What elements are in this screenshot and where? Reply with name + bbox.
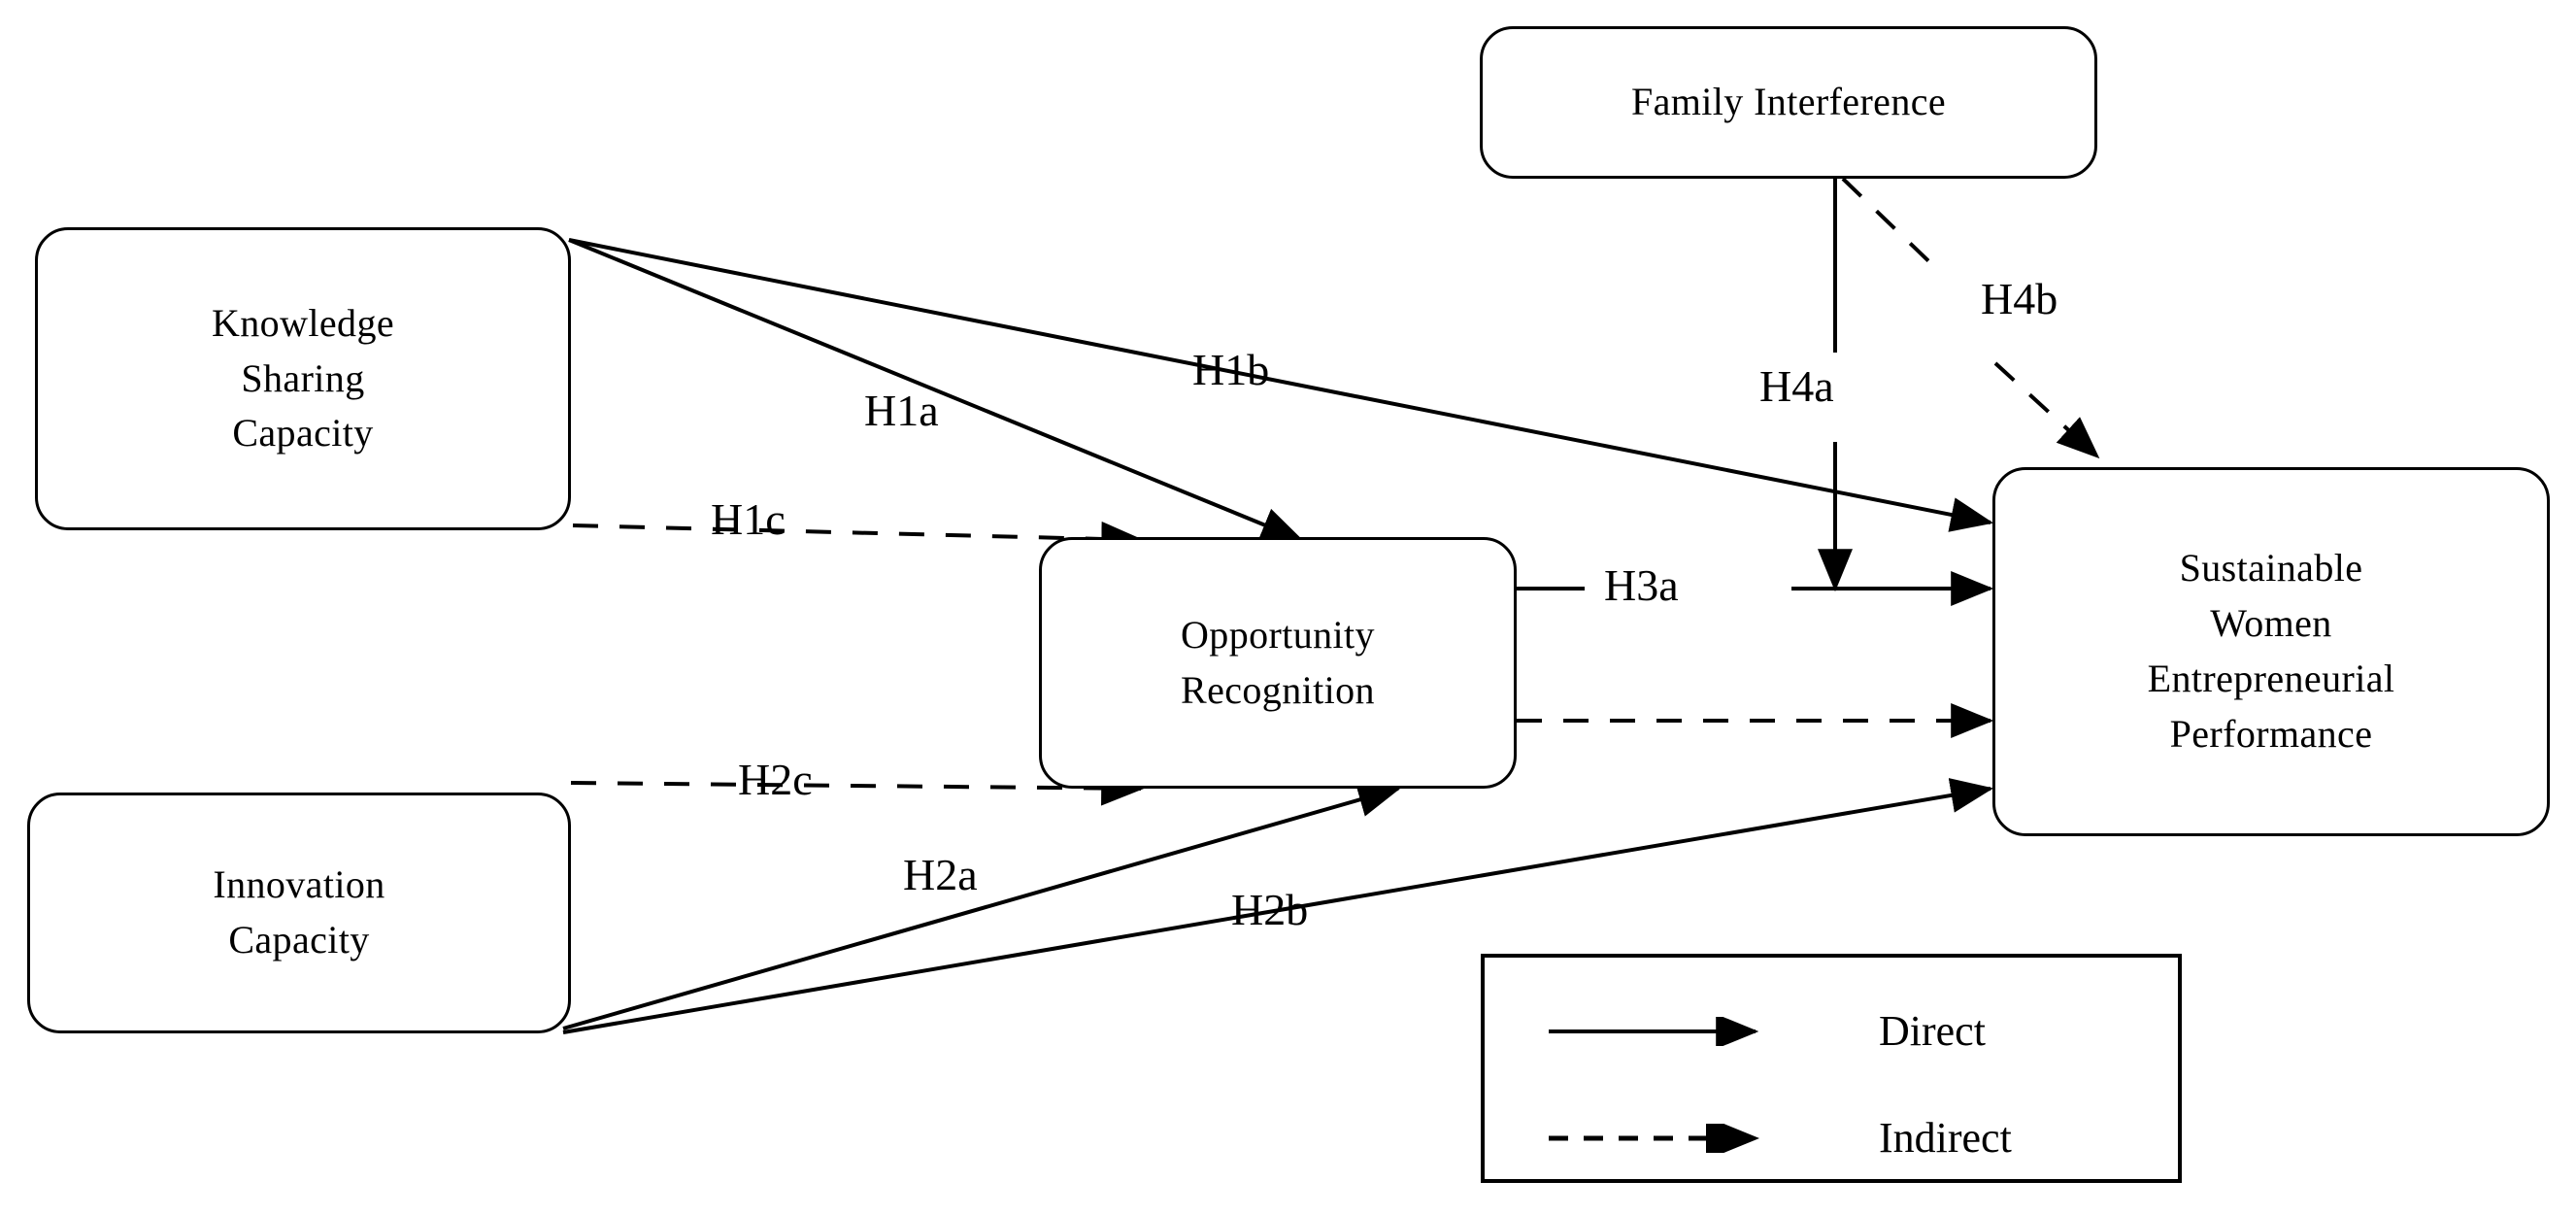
edge-h2c: [570, 770, 1145, 806]
edge-label-h1a: H1a: [864, 386, 939, 435]
edge-h1c: [572, 521, 1145, 557]
edge-label-h2c: H2c: [738, 755, 813, 804]
direct-arrow-icon: [1547, 1017, 1790, 1046]
edge-label-h2a: H2a: [903, 850, 978, 899]
legend-item-indirect-label: Indirect: [1879, 1114, 2012, 1162]
edge-label-h1c: H1c: [711, 494, 786, 544]
node-opportunity-recognition-label: Opportunity Recognition: [1181, 612, 1375, 712]
edge-label-h3a: H3a: [1604, 560, 1679, 610]
legend-item-direct: Direct: [1547, 1010, 1986, 1053]
node-innovation-capacity-label: Innovation Capacity: [213, 862, 385, 962]
edge-h2b: [562, 778, 1994, 1034]
legend-item-direct-label: Direct: [1879, 1007, 1986, 1055]
node-knowledge-sharing-capacity[interactable]: Knowledge Sharing Capacity: [35, 227, 571, 530]
legend-item-indirect: Indirect: [1547, 1117, 2012, 1160]
node-family-interference[interactable]: Family Interference: [1480, 26, 2097, 179]
edge-label-h2b: H2b: [1231, 885, 1309, 934]
node-opportunity-recognition[interactable]: Opportunity Recognition: [1039, 537, 1517, 789]
node-sustainable-women-entrepreneurial-performance-label: Sustainable Women Entrepreneurial Perfor…: [2147, 546, 2395, 756]
indirect-arrow-icon: [1547, 1124, 1790, 1153]
edge-label-h4a: H4a: [1759, 361, 1834, 411]
node-sustainable-women-entrepreneurial-performance[interactable]: Sustainable Women Entrepreneurial Perfor…: [1992, 467, 2550, 836]
edge-h1a: [568, 238, 1304, 542]
node-family-interference-label: Family Interference: [1630, 80, 1947, 124]
edge-h2a: [562, 782, 1402, 1030]
node-knowledge-sharing-capacity-label: Knowledge Sharing Capacity: [212, 300, 394, 456]
edge-label-h4b: H4b: [1981, 274, 2058, 323]
edge-label-h1b: H1b: [1192, 345, 1270, 394]
legend: Direct Indirect: [1481, 954, 2182, 1183]
edge-h4b-lower: [1993, 361, 2100, 459]
edge-h4b-upper: [1841, 177, 1944, 276]
edge-h1b: [568, 238, 1994, 532]
node-innovation-capacity[interactable]: Innovation Capacity: [27, 793, 571, 1033]
